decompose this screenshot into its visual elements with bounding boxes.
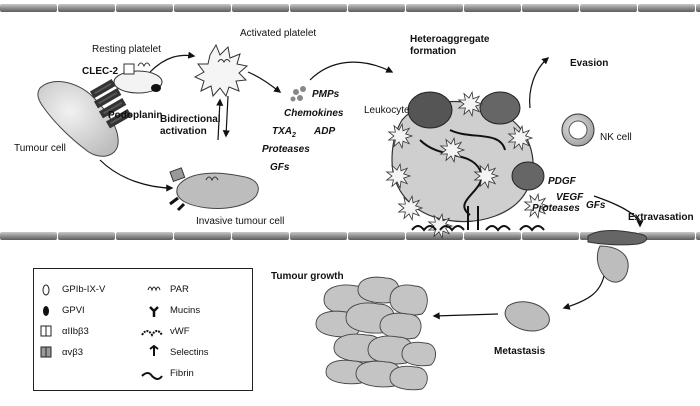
wall-segment bbox=[638, 4, 695, 12]
metastasis-cell bbox=[504, 301, 550, 332]
label-tumour-cell: Tumour cell bbox=[14, 143, 66, 154]
wall-segment bbox=[406, 4, 463, 12]
legend-mucins: Mucins bbox=[170, 305, 201, 316]
fibrin-icon bbox=[141, 372, 163, 380]
podoplanin-receptors bbox=[89, 78, 132, 129]
legend-gpvi: GPVI bbox=[62, 305, 85, 316]
label-proteases: Proteases bbox=[262, 144, 310, 155]
label-activated-platelet: Activated platelet bbox=[240, 28, 317, 39]
wall-segment bbox=[696, 4, 700, 12]
resting-platelet bbox=[113, 62, 163, 94]
label-heteroaggregate-formation: Heteroaggregate formation bbox=[410, 34, 490, 57]
legend-avb3: αvβ3 bbox=[62, 347, 83, 358]
label-tumour-growth: Tumour growth bbox=[271, 271, 344, 282]
tumour-cell-shape bbox=[37, 81, 119, 157]
label-leukocyte: Leukocyte bbox=[364, 105, 410, 116]
label-vegf: VEGF bbox=[556, 192, 584, 203]
platelet-spike-shape bbox=[523, 192, 550, 220]
platelet-spike-shape bbox=[385, 162, 412, 190]
wall-segment bbox=[0, 232, 57, 240]
wall-segment bbox=[174, 232, 231, 240]
tumour-growth-cluster bbox=[315, 276, 436, 391]
wall-segment bbox=[116, 232, 173, 240]
extravasating-cell bbox=[587, 230, 647, 283]
growth-cell bbox=[389, 284, 428, 316]
wall-segment bbox=[522, 4, 579, 12]
wall-segment bbox=[58, 4, 115, 12]
gpvi-icon bbox=[43, 306, 49, 316]
label-podoplanin: Podoplanin bbox=[108, 110, 163, 121]
wall-segment bbox=[232, 232, 289, 240]
label-invasive-tumour-cell: Invasive tumour cell bbox=[196, 216, 285, 227]
par-icon bbox=[147, 286, 161, 292]
legend-selectins: Selectins bbox=[170, 347, 209, 358]
label-metastasis: Metastasis bbox=[494, 346, 546, 357]
legend-fibrin: Fibrin bbox=[170, 368, 194, 379]
mucins-icon bbox=[149, 306, 159, 317]
label-proteases-2: Proteases bbox=[532, 203, 580, 214]
label-pdgf: PDGF bbox=[548, 176, 576, 187]
wall-segment bbox=[290, 232, 347, 240]
wall-segment bbox=[58, 232, 115, 240]
label-evasion: Evasion bbox=[570, 58, 609, 69]
platelet-spikes bbox=[385, 90, 550, 240]
label-gfs-2: GFs bbox=[586, 200, 606, 211]
label-bidirectional-activation: Bidirectional activation bbox=[160, 114, 221, 137]
wall-segment bbox=[696, 232, 700, 240]
wall-segment bbox=[638, 232, 695, 240]
invasive-tumour-cell bbox=[169, 167, 259, 212]
wall-segment bbox=[522, 232, 579, 240]
selectins-icon bbox=[149, 344, 159, 356]
label-pmps: PMPs bbox=[312, 89, 340, 100]
growth-cell bbox=[379, 312, 422, 340]
growth-cell bbox=[401, 341, 436, 367]
wall-segment bbox=[290, 4, 347, 12]
wall-segment bbox=[174, 4, 231, 12]
label-extravasation: Extravasation bbox=[628, 212, 694, 223]
label-nk-cell: NK cell bbox=[600, 132, 632, 143]
legend-aiibb3: αIIbβ3 bbox=[62, 326, 89, 337]
growth-cell bbox=[389, 365, 428, 391]
wall-segment bbox=[464, 4, 521, 12]
label-adp: ADP bbox=[314, 126, 336, 137]
platelet-spike-shape bbox=[457, 90, 484, 118]
legend: GPIb-IX-V GPVI αIIbβ3 αvβ3 PAR Mucins vW… bbox=[33, 268, 253, 391]
legend-par: PAR bbox=[170, 284, 189, 295]
vwf-icon bbox=[141, 330, 163, 337]
legend-icons bbox=[40, 284, 163, 380]
activated-platelet bbox=[193, 43, 249, 98]
platelet-spike-shape bbox=[473, 162, 500, 190]
label-clec2: CLEC-2 bbox=[82, 66, 119, 77]
legend-vwf: vWF bbox=[170, 326, 190, 337]
wall-segment bbox=[464, 232, 521, 240]
platelet-spike-shape bbox=[387, 122, 414, 150]
wall-segment bbox=[116, 4, 173, 12]
heteroaggregate-cluster bbox=[391, 91, 545, 223]
vwf-anchors bbox=[411, 206, 545, 232]
label-txa2: TXA2 bbox=[272, 126, 296, 139]
wall-segment bbox=[0, 4, 57, 12]
label-chemokines: Chemokines bbox=[284, 108, 344, 119]
legend-gpib: GPIb-IX-V bbox=[62, 284, 106, 295]
platelet-spike-shape bbox=[427, 212, 454, 240]
wall-segment bbox=[580, 4, 637, 12]
nk-cell bbox=[561, 113, 595, 147]
wall-segment bbox=[348, 4, 405, 12]
process-arrows bbox=[99, 51, 644, 320]
label-gfs: GFs bbox=[270, 162, 290, 173]
wall-segment bbox=[348, 232, 405, 240]
platelet-spike-shape bbox=[507, 124, 534, 152]
platelet-spike-shape bbox=[439, 136, 466, 164]
vessel-wall-top bbox=[0, 4, 700, 12]
platelet-spike-shape bbox=[397, 194, 424, 222]
gpib-icon bbox=[42, 284, 50, 296]
pmp-dots bbox=[290, 86, 306, 102]
label-resting-platelet: Resting platelet bbox=[92, 44, 161, 55]
wall-segment bbox=[232, 4, 289, 12]
